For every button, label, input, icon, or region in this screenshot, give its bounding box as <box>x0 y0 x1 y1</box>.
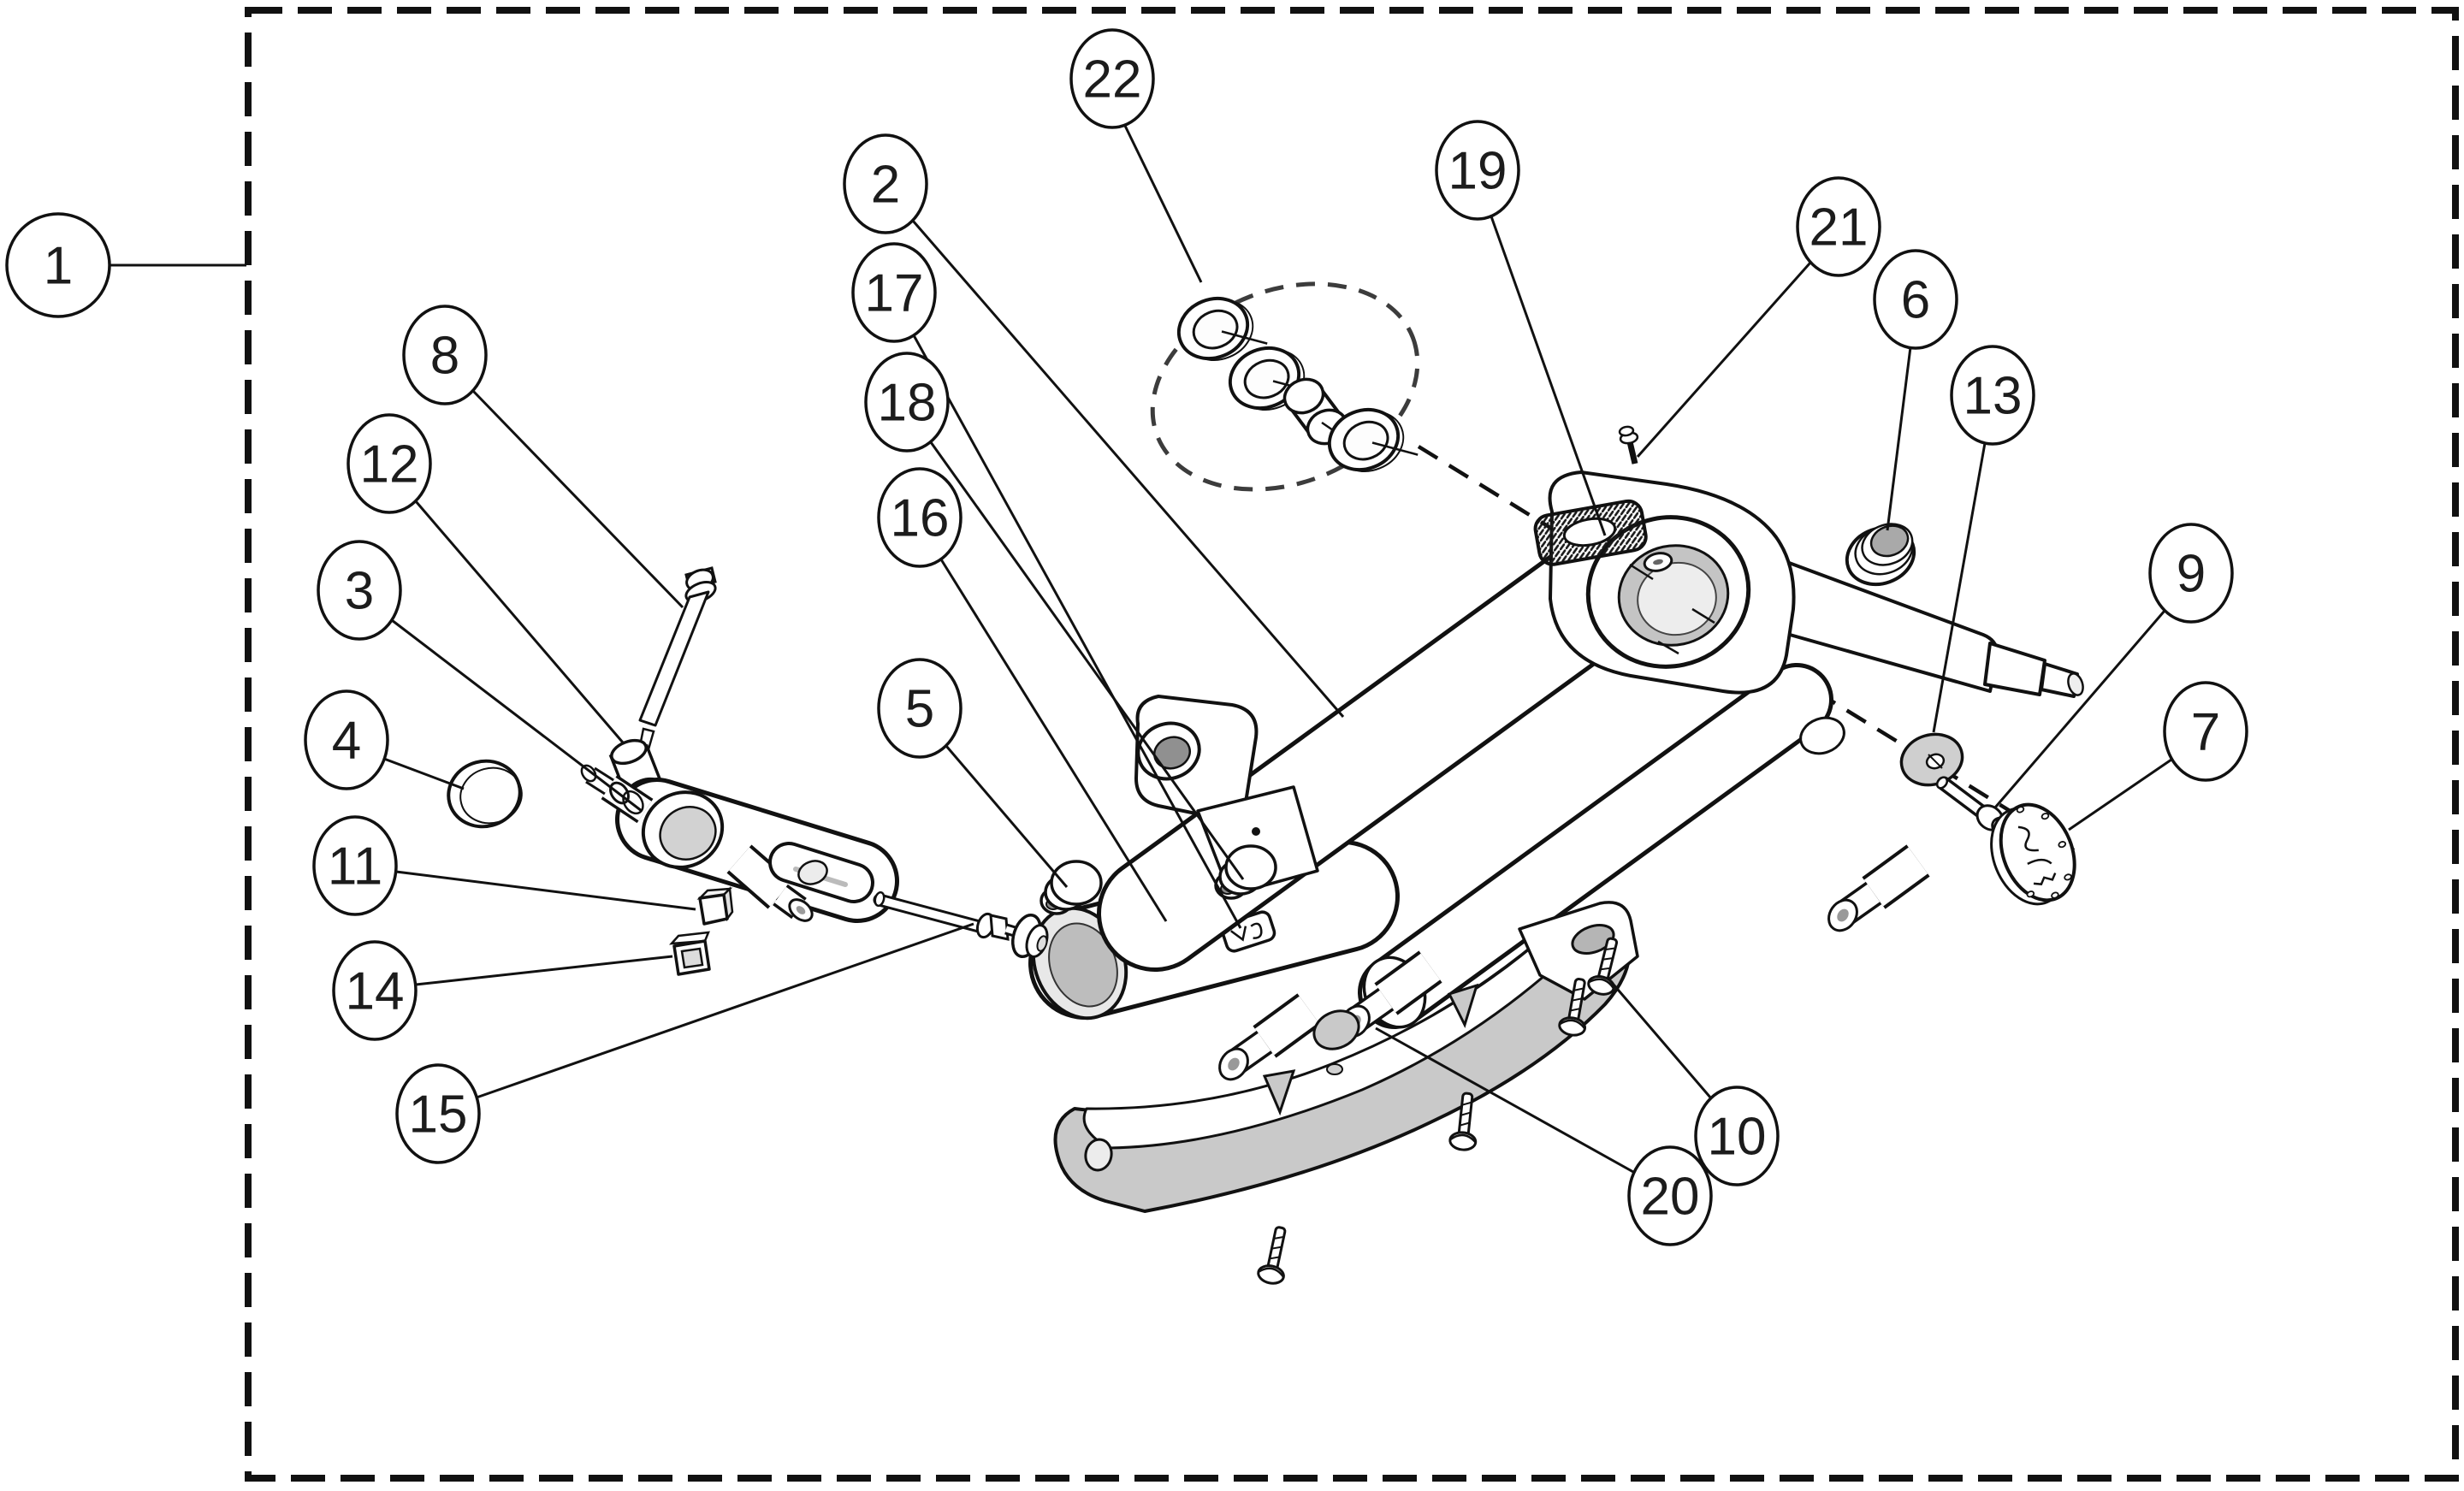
head-knuckle <box>1533 425 1796 695</box>
callout-bubble-6 <box>1873 249 1958 350</box>
callout-bubble-19 <box>1435 120 1520 221</box>
leader-line-20 <box>1375 1027 1634 1174</box>
callout-number-13: 13 <box>1964 367 2023 426</box>
assembly-boundary-border <box>245 7 2459 1482</box>
callout-bubble-4 <box>304 689 389 790</box>
leader-line-18 <box>929 441 1245 880</box>
callout-number-2: 2 <box>871 156 900 215</box>
boss-stub <box>1799 716 1845 755</box>
leader-lines <box>110 125 2172 1174</box>
callout-bubble-2 <box>843 133 928 234</box>
callout-number-22: 22 <box>1083 50 1142 109</box>
leader-line-4 <box>383 757 465 790</box>
callout-number-20: 20 <box>1641 1168 1700 1227</box>
bearing-kit <box>1150 281 1420 492</box>
leader-line-11 <box>395 870 696 911</box>
callout-number-5: 5 <box>905 680 934 739</box>
pivot-pin <box>873 890 1049 958</box>
lower-tube <box>1214 663 1918 1085</box>
callout-number-7: 7 <box>2191 703 2220 762</box>
leader-line-9 <box>1993 610 2166 808</box>
clip-nut <box>669 931 711 976</box>
leader-line-3 <box>391 618 643 813</box>
callout-number-1: 1 <box>44 237 73 296</box>
leader-line-21 <box>1636 262 1812 458</box>
callout-bubble-3 <box>317 540 402 641</box>
leader-line-10 <box>1607 978 1713 1099</box>
callout-bubble-21 <box>1796 176 1881 277</box>
callout-number-15: 15 <box>409 1086 468 1145</box>
callout-bubble-7 <box>2163 681 2248 782</box>
leader-line-16 <box>939 559 1168 922</box>
callout-number-8: 8 <box>430 327 459 386</box>
clamp-bolt <box>638 566 717 751</box>
rear-tube <box>1774 556 2084 698</box>
callout-bubble-18 <box>864 352 950 453</box>
leader-line-5 <box>945 745 1069 888</box>
leader-line-7 <box>2068 758 2172 831</box>
callout-number-9: 9 <box>2177 545 2206 604</box>
callout-number-18: 18 <box>878 374 937 433</box>
callout-number-16: 16 <box>891 489 950 548</box>
callout-bubble-15 <box>395 1063 481 1164</box>
callout-bubble-12 <box>346 413 432 514</box>
callout-number-4: 4 <box>332 712 361 771</box>
callout-bubble-14 <box>332 940 418 1041</box>
logo-cap <box>1990 802 2076 906</box>
end-cap-disc <box>447 759 523 829</box>
clamp-rocker <box>580 764 899 923</box>
callout-number-21: 21 <box>1810 198 1869 257</box>
leader-line-15 <box>476 922 974 1099</box>
leader-line-8 <box>471 389 684 609</box>
callout-bubble-1 <box>5 212 111 318</box>
callout-bubble-8 <box>402 305 488 405</box>
leader-line-19 <box>1490 216 1607 536</box>
callout-number-14: 14 <box>346 962 405 1021</box>
assembly-axis-dashed-line <box>1417 445 2076 852</box>
leader-line-13 <box>1932 442 1987 733</box>
callout-bubble-10 <box>1694 1086 1780 1186</box>
bearing-kit-dashed-ellipse <box>1150 281 1420 492</box>
clevis-bracket <box>1134 695 1319 896</box>
callout-bubble-16 <box>877 467 962 568</box>
leader-line-2 <box>911 220 1345 718</box>
callout-bubble-20 <box>1627 1145 1713 1246</box>
callout-bubble-5 <box>877 658 962 759</box>
callout-bubble-13 <box>1950 345 2035 446</box>
callout-number-17: 17 <box>865 264 924 323</box>
latch-screw <box>1618 425 1639 464</box>
callout-number-6: 6 <box>1901 271 1930 330</box>
callout-bubble-17 <box>851 242 937 343</box>
square-nut <box>696 886 734 926</box>
callout-bubble-22 <box>1069 28 1155 129</box>
callout-number-10: 10 <box>1708 1108 1767 1167</box>
leader-line-14 <box>415 955 673 986</box>
plug-ring <box>1845 523 1916 587</box>
leader-line-17 <box>912 334 1242 929</box>
callout-bubble-11 <box>312 815 398 916</box>
callout-number-19: 19 <box>1448 142 1507 201</box>
callout-number-11: 11 <box>328 837 382 896</box>
plug-disc <box>1312 1009 1360 1050</box>
callout-bubble-9 <box>2148 523 2234 624</box>
leader-line-22 <box>1123 125 1203 283</box>
callout-number-12: 12 <box>360 435 419 494</box>
leader-line-12 <box>414 500 625 743</box>
leader-line-6 <box>1886 346 1912 531</box>
callout-number-3: 3 <box>345 562 374 621</box>
skid-rail-oval-hole <box>1571 924 1615 955</box>
skid-rail-pivot-hole <box>1084 1138 1113 1172</box>
